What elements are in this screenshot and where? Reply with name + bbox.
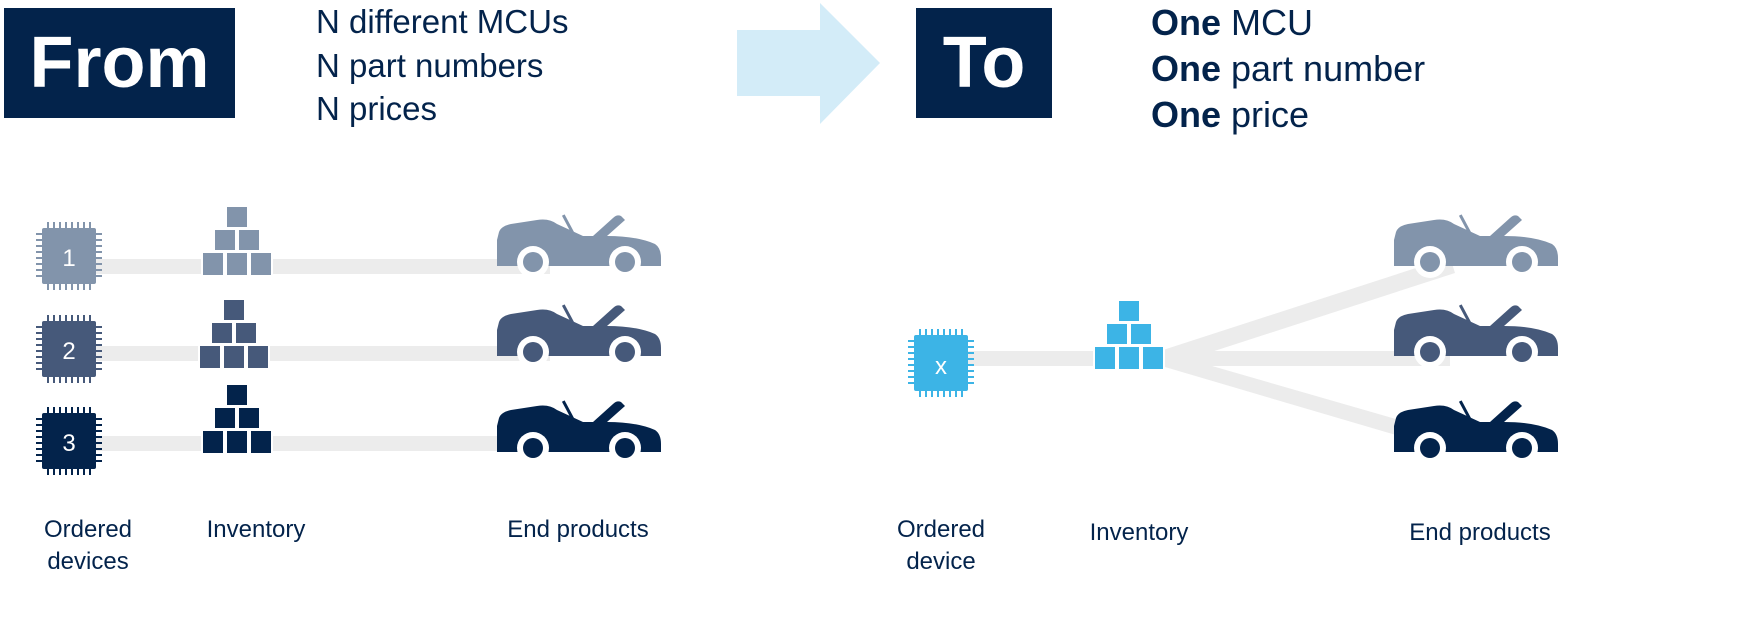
- chip-label-x: x: [935, 353, 947, 380]
- to-title-box: To: [916, 8, 1052, 118]
- arrow-right-icon: [737, 3, 880, 124]
- to-line-1: One MCU: [1151, 2, 1314, 43]
- right-flow-lines: [960, 257, 1455, 451]
- chip-icon: [36, 407, 102, 475]
- from-line-2: N part numbers: [316, 46, 544, 84]
- chip-icon: [908, 329, 974, 397]
- caption-right-inventory: Inventory: [1089, 519, 1189, 546]
- chip-label-1: 1: [62, 245, 75, 272]
- caption-left-inventory: Inventory: [206, 516, 306, 543]
- caption-right-ordered: Ordered device: [896, 516, 986, 576]
- car-icon: [1394, 214, 1558, 278]
- from-line-1: N different MCUs: [316, 3, 569, 40]
- car-icon: [497, 304, 661, 368]
- chip-label-2: 2: [62, 338, 75, 365]
- caption-left-end-products: End products: [507, 516, 649, 543]
- car-icon: [497, 214, 661, 278]
- to-title: To: [942, 23, 1026, 103]
- left-flow-lines: [90, 259, 550, 451]
- chip-label-3: 3: [62, 430, 75, 457]
- boxes-stack-icon: [198, 298, 270, 370]
- chip-icon: [36, 315, 102, 383]
- to-description: One MCU One part number One price: [1151, 0, 1425, 138]
- caption-left-ordered: Ordered devices: [43, 516, 133, 576]
- from-description: N different MCUs N part numbers N prices: [316, 0, 568, 131]
- boxes-stack-icon: [201, 383, 273, 455]
- from-title: From: [29, 23, 210, 103]
- from-line-3: N prices: [316, 90, 438, 128]
- from-title-box: From: [4, 8, 235, 118]
- boxes-stack-icon: [201, 205, 273, 277]
- car-icon: [1394, 304, 1558, 368]
- caption-right-end-products: End products: [1409, 519, 1551, 546]
- to-line-2: One part number: [1151, 48, 1426, 90]
- boxes-stack-icon: [1093, 299, 1165, 371]
- chip-icon: [36, 222, 102, 290]
- car-icon: [1394, 400, 1558, 464]
- to-line-3: One price: [1151, 94, 1310, 136]
- car-icon: [497, 400, 661, 464]
